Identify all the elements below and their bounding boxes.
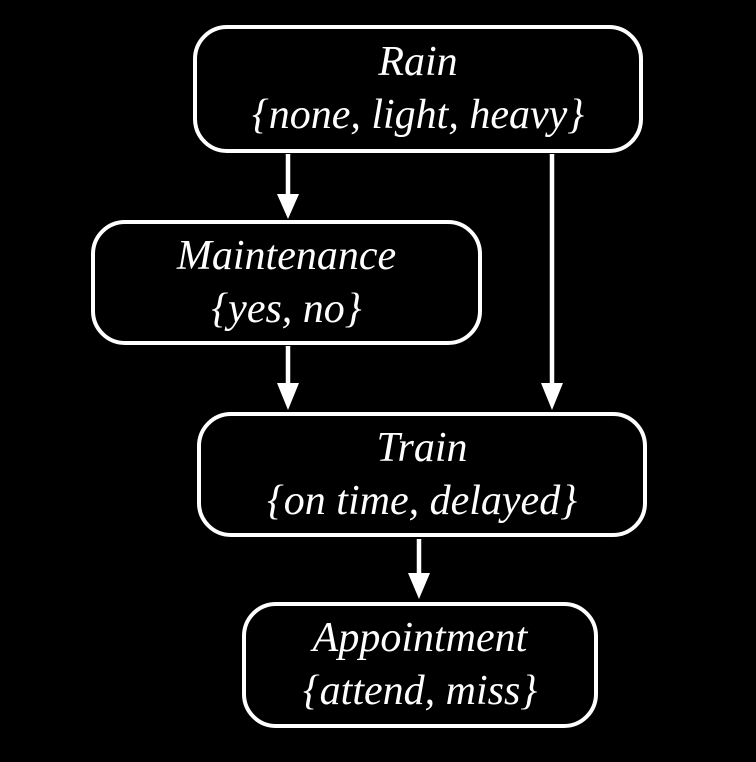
node-rain-states: {none, light, heavy} [251,92,585,138]
node-maintenance: Maintenance {yes, no} [91,220,482,345]
arrowhead-icon [408,573,430,599]
edge-maintenance-to-train [277,346,299,410]
node-appointment-states: {attend, miss} [302,668,538,714]
node-train: Train {on time, delayed} [197,412,647,537]
arrowhead-icon [277,194,299,219]
arrowhead-icon [277,383,299,410]
node-rain: Rain {none, light, heavy} [193,25,643,153]
edge-rain-to-train [541,154,563,410]
edge-train-to-appointment [408,539,430,599]
node-train-label: Train [376,424,468,471]
node-rain-label: Rain [378,39,458,86]
node-appointment: Appointment {attend, miss} [242,602,598,728]
node-train-states: {on time, delayed} [267,477,577,524]
node-maintenance-states: {yes, no} [211,285,362,332]
arrowhead-icon [541,383,563,410]
node-maintenance-label: Maintenance [176,232,397,279]
node-appointment-label: Appointment [312,615,528,662]
edge-rain-to-maintenance [277,154,299,219]
